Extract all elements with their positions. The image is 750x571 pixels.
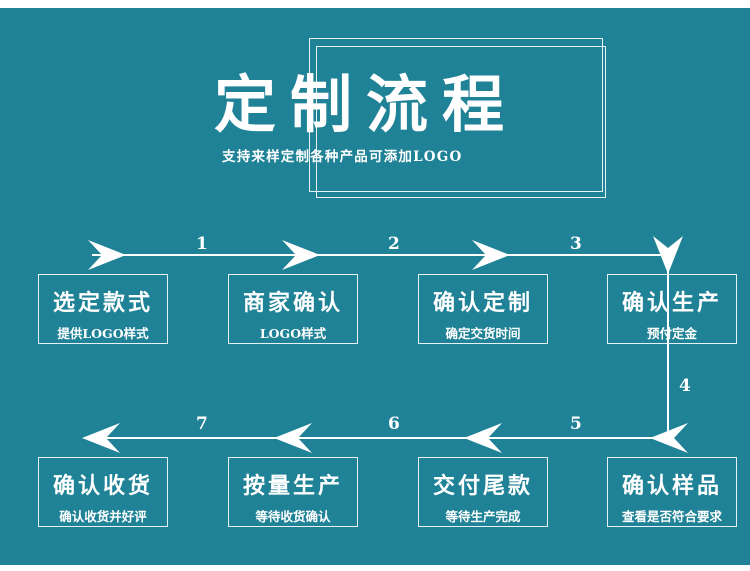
- step-title: 交付尾款: [432, 473, 533, 499]
- step-box-final-payment: 交付尾款 等待生产完成: [418, 457, 548, 527]
- step-desc: 等待收货确认: [255, 509, 331, 524]
- arrow-right-icon: [282, 240, 320, 270]
- step-desc: 确认收货并好评: [59, 509, 147, 524]
- step-box-confirm-sample: 确认样品 查看是否符合要求: [607, 457, 737, 527]
- arrow-left-icon: [464, 423, 502, 453]
- step-number-2: 2: [388, 234, 400, 254]
- step-box-confirm-receipt: 确认收货 确认收货并好评: [38, 457, 168, 527]
- page-subtitle: 支持来样定制各种产品可添加LOGO: [222, 149, 463, 165]
- step-desc: 提供LOGO样式: [57, 326, 149, 341]
- step-box-merchant-confirm: 商家确认 LOGO样式: [228, 274, 358, 344]
- step-number-1: 1: [196, 234, 208, 254]
- arrow-right-icon: [472, 240, 510, 270]
- process-diagram: 定制流程 支持来样定制各种产品可添加LOGO 1 2 3 4 5 6 7 选定款…: [0, 8, 750, 565]
- arrow-left-icon: [274, 423, 312, 453]
- arrow-left-icon: [82, 423, 120, 453]
- step-box-mass-production: 按量生产 等待收货确认: [228, 457, 358, 527]
- step-number-6: 6: [388, 414, 400, 434]
- step-title: 商家确认: [242, 290, 343, 316]
- arrow-left-icon: [650, 423, 688, 453]
- step-title: 按量生产: [242, 473, 343, 499]
- step-desc: 确定交货时间: [445, 326, 521, 341]
- step-box-confirm-custom: 确认定制 确定交货时间: [418, 274, 548, 344]
- title-frame-inner: [316, 46, 606, 198]
- step-box-confirm-production: 确认生产 预付定金: [607, 274, 737, 344]
- step-desc: 等待生产完成: [445, 509, 521, 524]
- step-title: 确认定制: [432, 290, 533, 316]
- arrow-down-icon: [653, 236, 683, 274]
- step-title: 确认收货: [52, 473, 153, 499]
- step-desc: 预付定金: [646, 326, 697, 341]
- step-title: 确认生产: [621, 290, 722, 316]
- step-desc: 查看是否符合要求: [621, 509, 722, 524]
- step-number-5: 5: [570, 414, 582, 434]
- step-box-select-style: 选定款式 提供LOGO样式: [38, 274, 168, 344]
- step-title: 选定款式: [52, 290, 153, 316]
- page-title: 定制流程: [214, 68, 519, 141]
- step-number-4: 4: [679, 376, 691, 396]
- step-title: 确认样品: [621, 473, 722, 499]
- step-number-7: 7: [196, 414, 208, 434]
- step-number-3: 3: [570, 234, 582, 254]
- flow-connectors: [82, 236, 688, 453]
- step-desc: LOGO样式: [259, 326, 327, 341]
- title-frame-outer: [309, 38, 603, 192]
- arrow-right-icon: [88, 240, 126, 270]
